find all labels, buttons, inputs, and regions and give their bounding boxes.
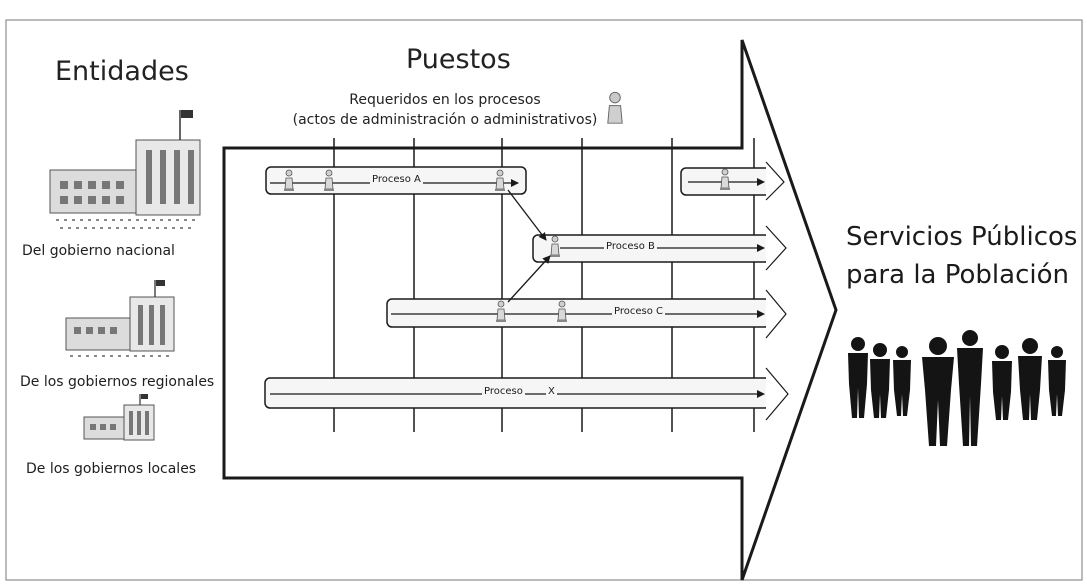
- process-b-label: Proceso B: [604, 241, 657, 252]
- puestos-heading: Puestos: [406, 44, 511, 75]
- process-x-label: Proceso: [482, 386, 525, 397]
- services-line-1: Servicios Públicos: [846, 222, 1078, 252]
- entity-label-national: Del gobierno nacional: [22, 243, 175, 259]
- building-icon: [65, 280, 175, 357]
- outer-frame: [5, 19, 1083, 581]
- connector-a-to-b: [507, 189, 547, 241]
- services-line-2: para la Población: [846, 260, 1069, 290]
- puestos-subtitle-1: Requeridos en los procesos: [349, 92, 541, 108]
- person-icon: [607, 91, 623, 124]
- entity-label-regional: De los gobiernos regionales: [20, 374, 215, 390]
- process-x-bar: [264, 367, 789, 421]
- entidades-heading: Entidades: [55, 56, 189, 87]
- building-icon: [83, 394, 155, 441]
- process-extra-bar: [680, 161, 785, 201]
- flag-icon: [141, 394, 148, 399]
- big-arrow: [222, 39, 838, 581]
- process-c-label: Proceso C: [612, 306, 666, 317]
- process-c-bar: [386, 289, 787, 339]
- process-b-bar: [532, 225, 787, 271]
- building-icon: [49, 110, 201, 229]
- entity-label-local: De los gobiernos locales: [26, 461, 197, 477]
- connector-c-to-b: [507, 255, 551, 303]
- process-a-label: Proceso A: [370, 174, 423, 185]
- process-x-suffix: X: [546, 386, 557, 397]
- crowd-icon: [848, 330, 1066, 446]
- flag-icon: [156, 280, 165, 286]
- flag-icon: [181, 110, 193, 118]
- puestos-subtitle-2: (actos de administración o administrativ…: [292, 112, 598, 128]
